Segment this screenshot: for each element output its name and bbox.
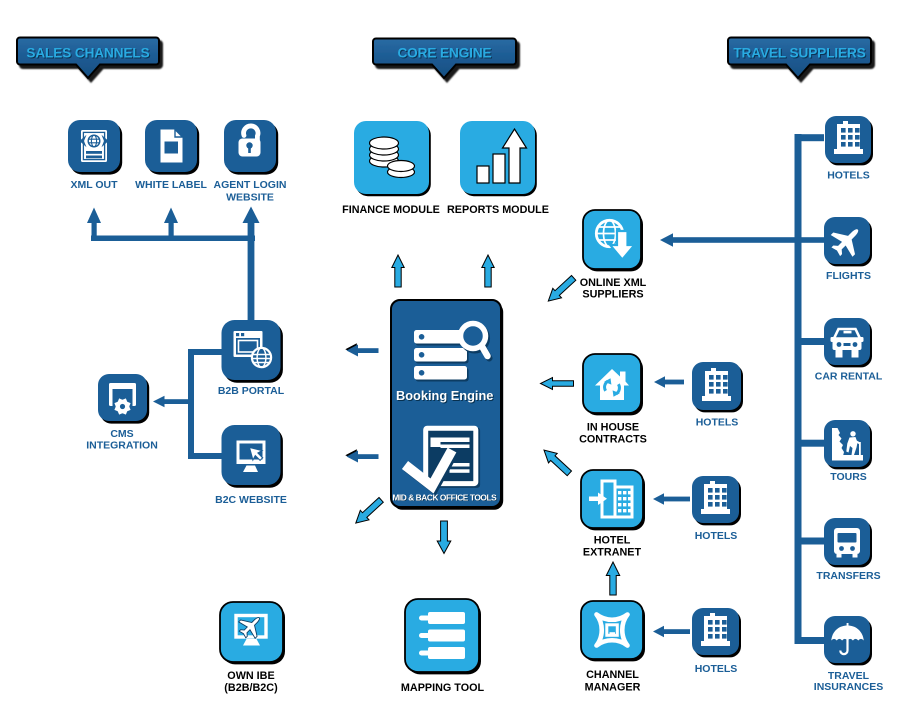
svg-text:WEBSITE: WEBSITE bbox=[226, 191, 274, 203]
svg-text:CORE ENGINE: CORE ENGINE bbox=[398, 47, 492, 62]
svg-text:CONTRACTS: CONTRACTS bbox=[579, 434, 647, 446]
svg-text:HOTELS: HOTELS bbox=[696, 417, 739, 429]
svg-text:REPORTS MODULE: REPORTS MODULE bbox=[447, 204, 549, 216]
svg-text:CORE ENGINE: CORE ENGINE bbox=[397, 46, 491, 61]
svg-text:FLIGHTS: FLIGHTS bbox=[826, 270, 871, 282]
svg-text:CMS: CMS bbox=[110, 428, 133, 440]
svg-text:(B2B/B2C): (B2B/B2C) bbox=[224, 682, 278, 694]
svg-text:Booking Engine: Booking Engine bbox=[396, 388, 493, 403]
svg-text:Booking Engine: Booking Engine bbox=[397, 389, 494, 404]
svg-text:B2B PORTAL: B2B PORTAL bbox=[218, 385, 285, 397]
svg-text:ONLINE XML: ONLINE XML bbox=[580, 277, 647, 289]
svg-text:TRAVEL: TRAVEL bbox=[828, 670, 870, 682]
svg-text:TRANSFERS: TRANSFERS bbox=[816, 570, 880, 582]
svg-text:TRAVEL SUPPLIERS: TRAVEL SUPPLIERS bbox=[733, 46, 865, 61]
svg-text:MAPPING TOOL: MAPPING TOOL bbox=[401, 682, 485, 694]
svg-text:INSURANCES: INSURANCES bbox=[814, 681, 883, 693]
svg-text:IN HOUSE: IN HOUSE bbox=[587, 421, 639, 433]
svg-text:SALES CHANNELS: SALES CHANNELS bbox=[27, 47, 150, 62]
svg-text:FINANCE MODULE: FINANCE MODULE bbox=[342, 204, 440, 216]
svg-text:HOTELS: HOTELS bbox=[695, 663, 738, 675]
svg-text:SUPPLIERS: SUPPLIERS bbox=[582, 289, 643, 301]
svg-text:CHANNEL: CHANNEL bbox=[586, 669, 639, 681]
svg-text:MID & BACK OFFICE TOOLS: MID & BACK OFFICE TOOLS bbox=[393, 493, 498, 503]
svg-text:TOURS: TOURS bbox=[830, 471, 867, 483]
svg-text:WHITE LABEL: WHITE LABEL bbox=[135, 179, 207, 191]
svg-text:SALES CHANNELS: SALES CHANNELS bbox=[26, 46, 149, 61]
svg-text:B2C WEBSITE: B2C WEBSITE bbox=[215, 494, 287, 506]
svg-text:MID & BACK OFFICE TOOLS: MID & BACK OFFICE TOOLS bbox=[392, 492, 497, 502]
svg-text:HOTELS: HOTELS bbox=[827, 170, 870, 182]
svg-text:HOTELS: HOTELS bbox=[695, 530, 738, 542]
svg-text:TRAVEL SUPPLIERS: TRAVEL SUPPLIERS bbox=[734, 47, 866, 62]
svg-text:MANAGER: MANAGER bbox=[585, 682, 641, 694]
svg-text:OWN IBE: OWN IBE bbox=[227, 670, 274, 682]
svg-text:HOTEL: HOTEL bbox=[594, 535, 631, 547]
svg-text:EXTRANET: EXTRANET bbox=[583, 547, 642, 559]
svg-text:XML OUT: XML OUT bbox=[70, 179, 118, 191]
svg-text:CAR RENTAL: CAR RENTAL bbox=[815, 371, 883, 383]
svg-text:AGENT LOGIN: AGENT LOGIN bbox=[214, 179, 287, 191]
svg-text:INTEGRATION: INTEGRATION bbox=[86, 440, 158, 452]
